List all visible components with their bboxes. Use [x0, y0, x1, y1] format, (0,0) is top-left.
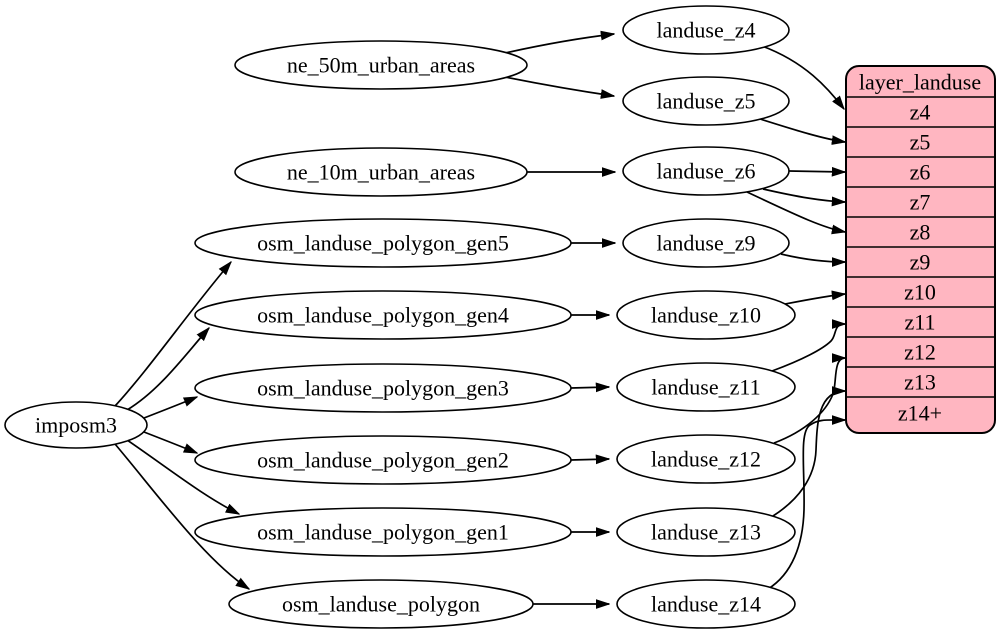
- ellipse-shape: [234, 147, 528, 197]
- edge-ne_50m_urban_areas-landuse_z4: [504, 34, 614, 54]
- edge-landuse_z13-layer_landuse-z13: [772, 391, 845, 517]
- edge-landuse_z6-layer_landuse-z8: [746, 191, 845, 232]
- nodes-layer: imposm3 ne_50m_urban_areas ne_10m_urban_…: [4, 5, 796, 629]
- node-label: landuse_z4: [657, 18, 756, 43]
- ellipse-shape: [622, 146, 790, 196]
- node-osm_landuse_polygon: osm_landuse_polygon: [228, 579, 534, 629]
- node-label: landuse_z12: [651, 447, 761, 472]
- node-label: osm_landuse_polygon_gen5: [257, 231, 509, 256]
- node-label: landuse_z11: [651, 375, 760, 400]
- ellipse-shape: [194, 290, 572, 340]
- node-label: osm_landuse_polygon_gen1: [257, 520, 509, 545]
- edge-osm_landuse_polygon_gen3-landuse_z11: [570, 387, 609, 388]
- node-landuse_z11: landuse_z11: [616, 362, 796, 412]
- node-label: osm_landuse_polygon_gen3: [257, 376, 509, 401]
- record-row-label: z7: [910, 190, 931, 215]
- node-label: landuse_z10: [651, 303, 761, 328]
- node-landuse_z13: landuse_z13: [616, 507, 796, 557]
- node-label: ne_50m_urban_areas: [287, 53, 475, 78]
- ellipse-shape: [622, 76, 790, 126]
- node-label: landuse_z5: [657, 89, 756, 114]
- node-landuse_z14: landuse_z14: [616, 579, 796, 629]
- edge-landuse_z4-layer_landuse-z4: [761, 45, 844, 109]
- edges-layer: [114, 34, 845, 604]
- node-landuse_z6: landuse_z6: [622, 146, 790, 196]
- ellipse-shape: [616, 579, 796, 629]
- node-label: landuse_z14: [651, 592, 761, 617]
- node-label: landuse_z9: [657, 231, 756, 256]
- ellipse-shape: [622, 218, 790, 268]
- edge-landuse_z6-layer_landuse-z7: [762, 188, 845, 202]
- node-osm_landuse_polygon_gen3: osm_landuse_polygon_gen3: [194, 363, 572, 413]
- edge-imposm3-osm_landuse_polygon: [114, 443, 249, 589]
- record-node-layer_landuse: layer_landuse z4 z5 z6 z7 z8 z9 z10 z11 …: [845, 65, 996, 434]
- node-osm_landuse_polygon_gen4: osm_landuse_polygon_gen4: [194, 290, 572, 340]
- node-osm_landuse_polygon_gen1: osm_landuse_polygon_gen1: [194, 507, 572, 557]
- ellipse-shape: [234, 40, 528, 90]
- node-label: osm_landuse_polygon_gen4: [257, 303, 509, 328]
- record-row-label: z5: [910, 130, 931, 155]
- edge-landuse_z9-layer_landuse-z9: [780, 253, 845, 262]
- ellipse-shape: [622, 5, 790, 55]
- record-row-label: z14+: [898, 401, 942, 426]
- edge-imposm3-osm_landuse_polygon_gen3: [143, 396, 197, 419]
- node-landuse_z9: landuse_z9: [622, 218, 790, 268]
- ellipse-shape: [616, 362, 796, 412]
- edge-landuse_z11-layer_landuse-z11: [771, 324, 845, 372]
- edge-landuse_z12-layer_landuse-z12: [773, 358, 845, 444]
- edge-landuse_z14-layer_landuse-z14plus: [767, 420, 845, 590]
- node-ne_10m_urban_areas: ne_10m_urban_areas: [234, 147, 528, 197]
- ellipse-shape: [194, 363, 572, 413]
- node-label: osm_landuse_polygon: [282, 592, 480, 617]
- edge-landuse_z5-layer_landuse-z5: [759, 118, 845, 142]
- node-label: ne_10m_urban_areas: [287, 160, 475, 185]
- ellipse-shape: [194, 218, 572, 268]
- record-row-label: z10: [904, 280, 936, 305]
- edge-imposm3-osm_landuse_polygon_gen4: [126, 328, 209, 411]
- ellipse-shape: [4, 401, 148, 449]
- record-row-label: z8: [910, 220, 931, 245]
- node-landuse_z12: landuse_z12: [616, 434, 796, 484]
- edge-imposm3-osm_landuse_polygon_gen2: [143, 431, 197, 454]
- ellipse-shape: [194, 507, 572, 557]
- node-imposm3: imposm3: [4, 401, 148, 449]
- node-label: imposm3: [35, 413, 117, 438]
- edge-landuse_z6-layer_landuse-z6: [788, 171, 845, 172]
- ellipse-shape: [616, 434, 796, 484]
- record-row-label: z6: [910, 160, 931, 185]
- node-ne_50m_urban_areas: ne_50m_urban_areas: [234, 40, 528, 90]
- node-landuse_z10: landuse_z10: [616, 290, 796, 340]
- record-row-label: z9: [910, 250, 931, 275]
- record-row-label: z13: [904, 370, 936, 395]
- node-landuse_z4: landuse_z4: [622, 5, 790, 55]
- edge-landuse_z10-layer_landuse-z10: [779, 294, 845, 306]
- node-osm_landuse_polygon_gen2: osm_landuse_polygon_gen2: [194, 435, 572, 485]
- node-label: osm_landuse_polygon_gen2: [257, 448, 509, 473]
- ellipse-shape: [616, 507, 796, 557]
- edge-imposm3-osm_landuse_polygon_gen1: [126, 439, 239, 515]
- ellipse-shape: [616, 290, 796, 340]
- record-row-label: z11: [905, 310, 936, 335]
- node-label: landuse_z13: [651, 520, 761, 545]
- node-label: landuse_z6: [657, 159, 756, 184]
- edge-imposm3-osm_landuse_polygon_gen5: [114, 262, 231, 407]
- record-title: layer_landuse: [859, 70, 981, 95]
- record-row-label: z4: [910, 100, 931, 125]
- node-landuse_z5: landuse_z5: [622, 76, 790, 126]
- ellipse-shape: [228, 579, 534, 629]
- edge-osm_landuse_polygon_gen2-landuse_z12: [570, 459, 609, 460]
- node-osm_landuse_polygon_gen5: osm_landuse_polygon_gen5: [194, 218, 572, 268]
- edge-ne_50m_urban_areas-landuse_z5: [504, 76, 614, 96]
- ellipse-shape: [194, 435, 572, 485]
- record-row-label: z12: [904, 340, 936, 365]
